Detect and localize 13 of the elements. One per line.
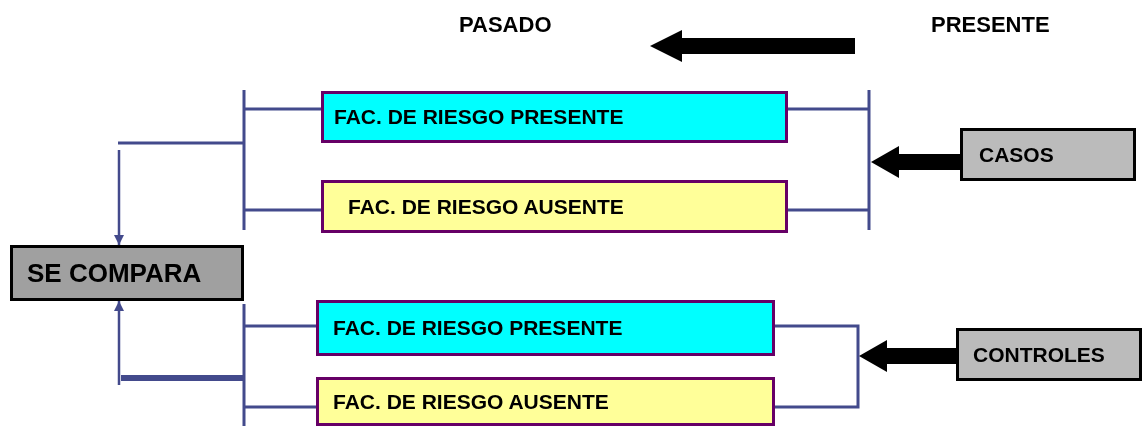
arrow — [114, 150, 124, 245]
heading-label: PASADO — [459, 12, 552, 38]
group-box: CONTROLES — [956, 328, 1142, 381]
arrow — [871, 146, 960, 178]
factor-box: FAC. DE RIESGO PRESENTE — [316, 300, 775, 356]
process-box: SE COMPARA — [10, 245, 244, 301]
heading-label: PRESENTE — [931, 12, 1050, 38]
factor-box: FAC. DE RIESGO PRESENTE — [321, 91, 788, 143]
group-box: CASOS — [960, 128, 1136, 181]
arrow — [859, 340, 956, 372]
factor-box: FAC. DE RIESGO AUSENTE — [316, 377, 775, 426]
factor-box: FAC. DE RIESGO AUSENTE — [321, 180, 788, 233]
arrow — [114, 301, 124, 385]
